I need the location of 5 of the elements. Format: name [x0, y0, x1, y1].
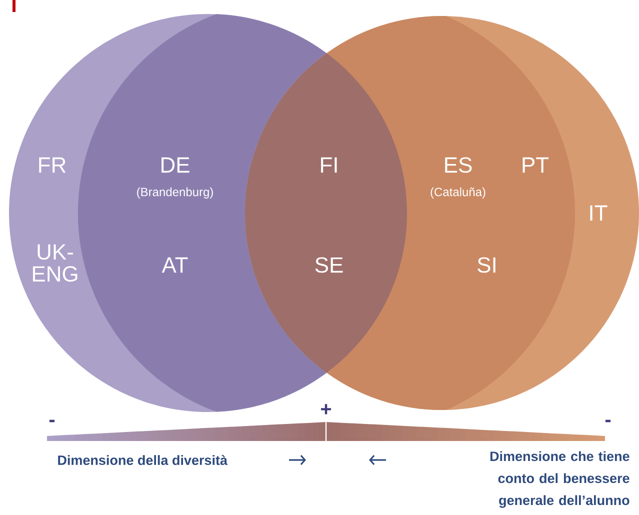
- axis-label: Dimensione che tiene conto del benessere generale dell’alunno: [490, 451, 630, 508]
- minus-sign: -: [605, 420, 611, 422]
- minus-sign: -: [49, 420, 55, 422]
- axis-label: Dimensione della diversità: [58, 455, 228, 465]
- overlap-region: FI SE: [245, 53, 407, 373]
